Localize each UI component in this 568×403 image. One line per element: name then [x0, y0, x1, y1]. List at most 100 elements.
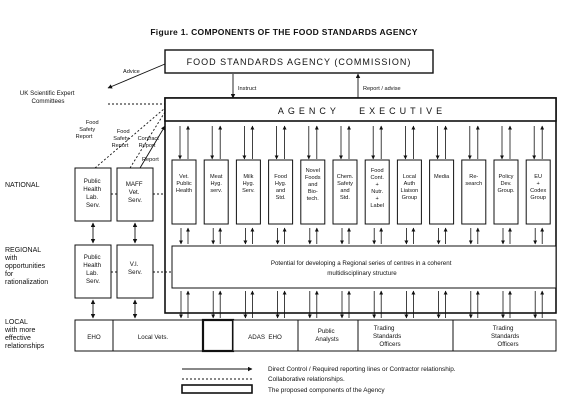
division-line: Chem. — [337, 174, 354, 180]
local-unit: Trading Standards Officers — [452, 319, 557, 352]
svg-text:Trading Standards: Trading Standards Officers — [373, 325, 403, 348]
division-line: and — [276, 188, 285, 194]
level-line: NATIONAL — [5, 182, 40, 189]
service-line: Health — [83, 262, 101, 269]
level-line: relationships — [5, 343, 45, 350]
division-line: Dev. — [500, 181, 512, 187]
figure-title: Figure 1. COMPONENTS OF THE FOOD STANDAR… — [150, 27, 417, 37]
division-line: and — [308, 182, 317, 188]
division-line: Novel — [306, 168, 320, 174]
division-box: Re-search — [461, 159, 487, 225]
level-local: LOCAL with more effective relationships — [4, 319, 45, 350]
contract-report-line: Contract — [138, 136, 160, 142]
svg-text:Media: Media — [434, 174, 450, 180]
svg-text:Public Health Lab.: Public Health Lab. Serv. — [83, 178, 103, 209]
food-safety-report-line: Food — [86, 120, 99, 126]
regional-band-text: Potential for developing a Regional seri… — [271, 260, 453, 277]
local-line: Officers — [379, 341, 400, 348]
local-line: Officers — [497, 341, 518, 348]
legend-box-swatch — [181, 384, 253, 394]
level-line: rationalization — [5, 279, 48, 286]
report-label: Report / advise — [363, 86, 401, 92]
uk-committees-line: Committees — [31, 98, 64, 105]
food-safety-report-line: Report — [76, 134, 93, 140]
division-line: Local — [403, 174, 416, 180]
local-unit: ADAS EHO — [232, 319, 299, 352]
report-short-label: Report — [142, 157, 159, 163]
division-line: Meat — [210, 174, 223, 180]
contract-report-label: Contract Report — [138, 136, 161, 149]
division-line: Hyg. — [243, 181, 255, 187]
service-line: Serv. — [86, 202, 100, 209]
division-line: Group — [402, 195, 418, 201]
division-line: Public — [176, 181, 191, 187]
contract-arrow — [139, 125, 166, 169]
legend-item: Collaborative relationships. — [268, 376, 345, 383]
local-unit: Trading Standards Officers — [357, 319, 454, 352]
division-line: Media — [434, 174, 450, 180]
level-line: effective — [5, 335, 31, 342]
division-line: Std. — [340, 195, 350, 201]
collab-line — [129, 111, 166, 169]
local-line: Analysts — [315, 336, 338, 343]
level-line: LOCAL — [5, 319, 28, 326]
division-line: Food — [371, 168, 384, 174]
svg-text:Local Vets.: Local Vets. — [138, 334, 169, 341]
division-line: Serv. — [242, 188, 255, 194]
regional-band-line: Potential for developing a Regional seri… — [271, 260, 452, 267]
division-line: Nutr. — [371, 189, 383, 195]
food-safety-report-line: Food — [117, 129, 130, 135]
regional-service-box: Public Health Lab. Serv. — [74, 244, 112, 299]
regional-band — [171, 245, 557, 289]
service-line: Vet. — [129, 189, 140, 196]
svg-text:V.I. Serv.: V.I. Serv. — [128, 261, 142, 276]
service-line: Serv. — [86, 278, 100, 285]
division-line: Auth — [404, 181, 416, 187]
division-line: Cont. — [371, 175, 385, 181]
national-service-box: Public Health Lab. Serv. — [74, 167, 112, 222]
instruct-label: Instruct — [238, 86, 257, 92]
division-line: Group. — [497, 188, 515, 194]
division-line: and — [340, 188, 349, 194]
division-box: Media — [429, 159, 455, 225]
division-line: Policy — [499, 174, 514, 180]
local-line: Trading — [493, 325, 514, 332]
division-line: Foods — [305, 175, 321, 181]
food-safety-report-line: Report — [112, 143, 129, 149]
local-line: Standards — [491, 333, 519, 340]
legend-item: The proposed components of the Agency — [268, 387, 385, 394]
svg-text:Trading Standards: Trading Standards Officers — [491, 325, 521, 348]
svg-text:Re-search: Re-search — [465, 174, 482, 187]
local-line: Standards — [373, 333, 401, 340]
collab-line — [94, 107, 166, 169]
svg-text:MAFF Vet. Serv.: MAFF Vet. Serv. — [126, 181, 145, 204]
commission-label: FOOD STANDARDS AGENCY (COMMISSION) — [187, 57, 412, 67]
division-line: Hyg. — [275, 181, 287, 187]
svg-text:Public Health Lab.: Public Health Lab. Serv. — [83, 254, 103, 285]
division-line: Group — [530, 195, 546, 201]
level-line: opportunities — [5, 263, 46, 270]
level-line: for — [5, 271, 14, 278]
food-safety-report-line: Safety — [79, 127, 95, 133]
service-line: Lab. — [86, 194, 98, 201]
level-regional: REGIONAL with opportunities for rational… — [4, 247, 48, 286]
division-line: EU — [534, 174, 542, 180]
division-line: search — [465, 181, 482, 187]
local-line: Trading — [374, 325, 395, 332]
service-line: Serv. — [128, 197, 142, 204]
division-line: Vet. — [179, 174, 189, 180]
food-safety-report-label-2: Food Safety Report — [112, 129, 132, 149]
local-line: Public — [318, 328, 335, 335]
local-unit: Public Analysts — [297, 319, 359, 352]
